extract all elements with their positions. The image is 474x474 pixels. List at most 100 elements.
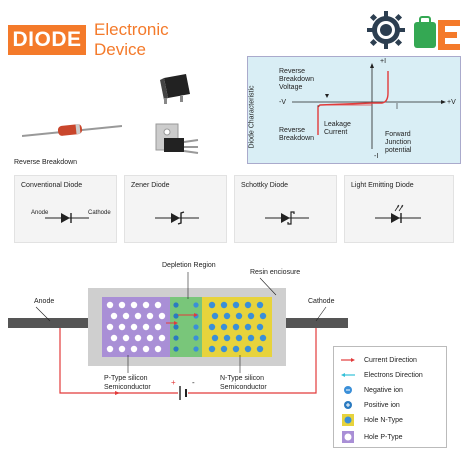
negative-ion-icon <box>344 386 352 394</box>
depletion-region-label: Depletion Region <box>162 262 216 269</box>
n-electron <box>244 323 252 331</box>
led-symbol-icon <box>375 204 421 223</box>
card-title-zener: Zener Diode <box>131 182 170 189</box>
card-schottky-diode: Schottky Diode <box>234 175 337 243</box>
diode-structure-diagram <box>8 272 348 400</box>
v-axis-arrow <box>441 100 446 104</box>
n-electron <box>244 345 252 353</box>
hole-n-type-icon <box>342 414 354 426</box>
legend-item-hole-n: Hole N-Type <box>340 414 444 426</box>
p-hole <box>110 312 118 320</box>
p-hole <box>130 345 138 353</box>
iv-curve-graph <box>292 63 446 149</box>
p-hole <box>106 301 114 309</box>
p-hole <box>158 334 166 342</box>
depletion-ion <box>173 335 179 341</box>
e-logo-icon <box>414 16 460 50</box>
depletion-ion <box>173 324 179 330</box>
n-electron <box>220 323 228 331</box>
card-title-conventional: Conventional Diode <box>21 182 83 189</box>
gear-logo-icon <box>367 11 405 49</box>
reverse-breakdown-label: Reverse Breakdown <box>279 127 315 142</box>
minus-i-label: -I <box>374 153 379 160</box>
hole-p-type-icon <box>342 431 354 443</box>
forward-junction-label: Forward Junction potential <box>385 131 412 154</box>
p-hole <box>142 301 150 309</box>
p-hole <box>118 345 126 353</box>
n-electron <box>235 312 243 320</box>
n-electron <box>256 301 264 309</box>
depletion-ion <box>193 335 199 341</box>
red-arrow-icon <box>341 358 355 362</box>
depletion-ion <box>173 302 179 308</box>
n-electron <box>259 334 267 342</box>
cathode-structure-label: Cathode <box>308 298 335 305</box>
n-electron <box>256 323 264 331</box>
n-electron <box>247 312 255 320</box>
n-electron <box>232 301 240 309</box>
depletion-ion <box>193 324 199 330</box>
battery-plus-label: + <box>171 378 176 387</box>
battery-minus-label: - <box>192 378 195 387</box>
depletion-ion <box>193 346 199 352</box>
anode-label: Anode <box>31 210 49 216</box>
circuit-current-arrow <box>115 391 120 395</box>
p-hole <box>106 323 114 331</box>
anode-lead <box>8 318 90 328</box>
card-zener-diode: Zener Diode <box>124 175 227 243</box>
n-electron <box>244 301 252 309</box>
plus-v-label: +V <box>447 99 456 106</box>
card-conventional-diode: Conventional Diode Anode Cathode <box>14 175 117 243</box>
circuit-wire-right <box>188 328 317 394</box>
p-hole <box>118 301 126 309</box>
n-electron <box>208 323 216 331</box>
cathode-label: Cathode <box>88 210 111 216</box>
p-hole <box>134 312 142 320</box>
p-hole <box>154 301 162 309</box>
reverse-breakdown-caption: Reverse Breakdown <box>14 159 78 166</box>
page-subtitle: Electronic Device <box>94 20 169 60</box>
cathode-pointer <box>315 306 327 322</box>
charge-carriers <box>106 301 267 353</box>
n-electron <box>223 334 231 342</box>
depletion-ion <box>173 346 179 352</box>
to220-package-illustration <box>155 123 199 154</box>
anode-structure-label: Anode <box>34 298 55 305</box>
n-type-label: N-Type silicon Semiconductor <box>220 375 267 391</box>
cyan-arrow-icon <box>341 373 355 377</box>
n-electron <box>211 334 219 342</box>
n-electron <box>220 345 228 353</box>
p-hole <box>158 312 166 320</box>
p-hole <box>118 323 126 331</box>
n-electron <box>259 312 267 320</box>
page-title: DIODE <box>8 25 86 55</box>
positive-ion-icon <box>344 401 352 409</box>
n-electron <box>208 345 216 353</box>
circuit-wire-left <box>59 328 178 394</box>
n-electron <box>211 312 219 320</box>
zener-diode-symbol-icon <box>155 211 199 225</box>
plus-i-label: +I <box>380 58 387 65</box>
n-electron <box>256 345 264 353</box>
n-electron <box>220 301 228 309</box>
p-hole <box>146 312 154 320</box>
subtitle-line1: Electronic <box>94 20 169 39</box>
legend-item-current: Current Direction <box>340 354 444 366</box>
n-electron <box>223 312 231 320</box>
leakage-current-label: Leakage Current <box>324 121 351 136</box>
legend-item-electrons: Electrons Direction <box>340 369 444 381</box>
p-hole <box>122 312 130 320</box>
minus-v-label: -V <box>279 99 286 106</box>
iv-curve <box>317 71 389 135</box>
p-hole <box>130 301 138 309</box>
p-hole <box>122 334 130 342</box>
legend-item-positive-ion: Positive ion <box>340 399 444 411</box>
n-electron <box>232 345 240 353</box>
reverse-breakdown-voltage-label: Reverse Breakdown Voltage <box>279 68 315 91</box>
card-led: Light Emitting Diode <box>344 175 454 243</box>
p-hole <box>142 345 150 353</box>
axial-diode-illustration <box>22 123 122 137</box>
resin-enclosure-label: Resin enciosure <box>250 269 301 276</box>
conventional-diode-symbol-icon <box>45 213 89 223</box>
p-hole <box>134 334 142 342</box>
